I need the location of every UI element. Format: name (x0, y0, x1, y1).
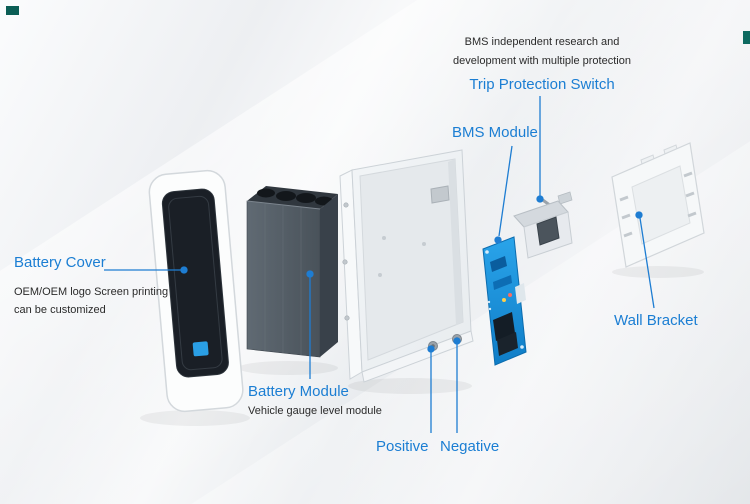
battery-cover-art (148, 169, 244, 413)
bms-module-label: BMS Module (452, 124, 538, 141)
corner-mark-top-left (6, 6, 19, 15)
wall-bracket-label: Wall Bracket (614, 312, 698, 329)
leader-negative (453, 337, 461, 433)
bms-module-label-group: BMS Module (452, 123, 538, 143)
trip-switch-note-line2: development with multiple protection (453, 55, 631, 67)
positive-label: Positive (376, 438, 429, 455)
leader-trip-protection-switch (536, 96, 544, 203)
trip-protection-switch-label: Trip Protection Switch (469, 76, 615, 93)
leader-wall-bracket (635, 211, 655, 309)
leader-positive (427, 345, 435, 433)
positive-label-group: Positive (376, 437, 429, 457)
battery-cover-desc-line2: can be customized (14, 304, 106, 316)
battery-cover-label-group: Battery Cover OEM/OEM logo Screen printi… (14, 253, 168, 319)
trip-switch-note-line1: BMS independent research and (464, 36, 620, 48)
battery-module-label: Battery Module (248, 383, 349, 400)
battery-cover-desc-line1: OEM/OEM logo Screen printing (14, 286, 169, 298)
battery-cover-label: Battery Cover (14, 254, 106, 271)
bms-module-art (482, 236, 527, 366)
negative-label-group: Negative (440, 437, 499, 457)
battery-module-art (246, 186, 338, 358)
negative-label: Negative (440, 438, 500, 455)
leader-bms-module (494, 145, 513, 244)
leader-battery-cover (104, 266, 188, 274)
battery-module-desc: Vehicle gauge level module (248, 405, 382, 417)
part-shadows (140, 266, 704, 426)
trip-protection-switch-art (513, 191, 573, 259)
wall-bracket-label-group: Wall Bracket (614, 311, 698, 331)
enclosure-case-art (339, 149, 474, 383)
corner-mark-right-edge (743, 31, 750, 44)
battery-module-label-group: Battery Module Vehicle gauge level modul… (248, 382, 382, 420)
trip-protection-switch-label-group: BMS independent research and development… (442, 33, 642, 95)
wall-bracket-art (611, 142, 705, 268)
leader-battery-module (306, 270, 314, 379)
